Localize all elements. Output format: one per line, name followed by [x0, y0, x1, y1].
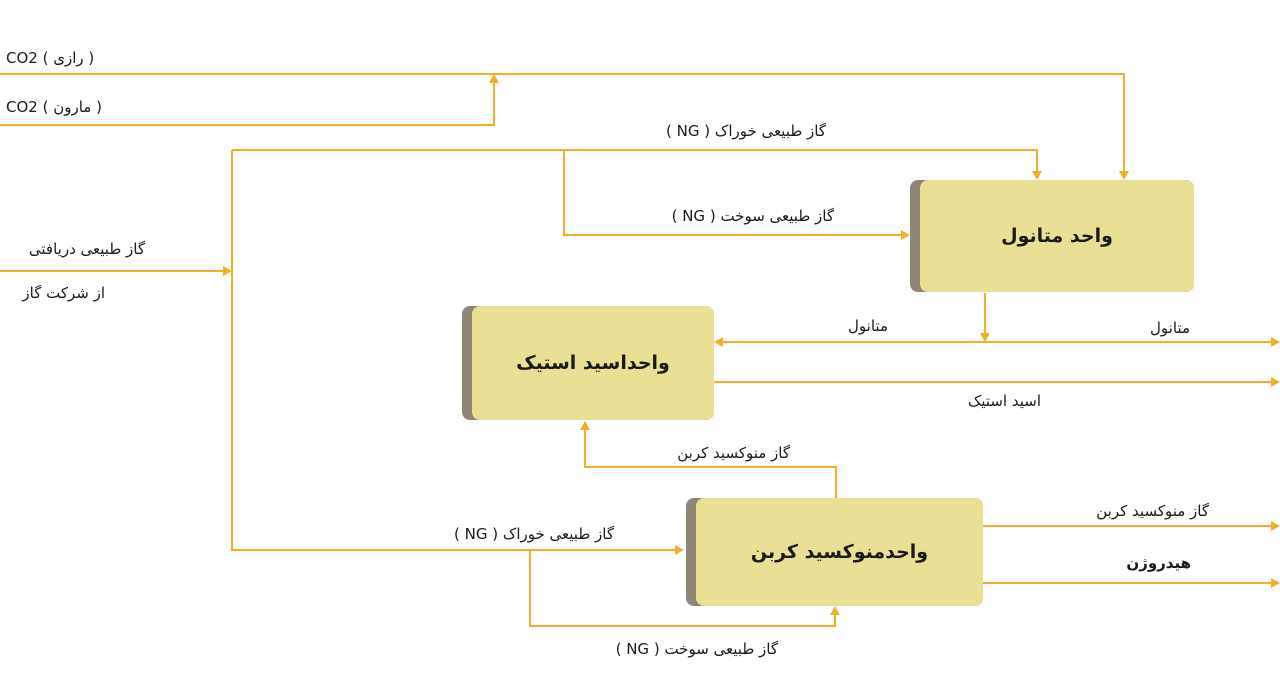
ng-received-arrowhead	[223, 266, 232, 276]
acetic-acid-output-label: اسید استیک	[967, 392, 1041, 410]
acetic-acid-unit: واحداسید استیک	[462, 306, 714, 420]
ng-fuel-top-arrowhead	[901, 230, 910, 240]
hydrogen-output-arrowhead	[1271, 578, 1280, 588]
methanol-unit: واحد متانول	[910, 180, 1194, 292]
ng-fuel-bottom-label: گاز طبیعی سوخت ( NG )	[615, 640, 778, 658]
methanol-unit-label: واحد متانول	[920, 180, 1194, 292]
co2-razi-arrowhead	[1119, 171, 1129, 180]
ng-feed-top-label: گاز طبیعی خوراک ( NG )	[666, 122, 826, 140]
methanol-drop-arrowhead	[980, 333, 990, 342]
methanol-output-arrowhead	[1271, 337, 1280, 347]
co2-razi-label: CO2 ( رازی )	[6, 49, 95, 67]
ng-feed-bottom-arrowhead	[675, 545, 684, 555]
methanol-output-label: متانول	[1150, 319, 1190, 337]
ng-received-label-line1: گاز طبیعی دریافتی	[28, 240, 145, 258]
ng-feed-bottom-label: گاز طبیعی خوراک ( NG )	[454, 525, 614, 543]
co-output-arrowhead	[1271, 521, 1280, 531]
ng-header-line	[231, 150, 675, 551]
co-internal-line	[584, 429, 837, 498]
co2-maroun-line	[0, 82, 495, 126]
acetic-acid-unit-label: واحداسید استیک	[472, 306, 714, 420]
hydrogen-output-label: هیدروژن	[1126, 554, 1191, 572]
ng-fuel-top-line	[563, 150, 902, 236]
co-internal-arrowhead	[580, 421, 590, 430]
ng-fuel-bottom-line	[529, 550, 836, 627]
co-internal-label: گاز منوکسید کربن	[677, 444, 790, 462]
co2-razi-line	[0, 73, 1125, 172]
carbon-monoxide-unit: واحدمنوکسید کربن	[686, 498, 983, 606]
ng-feed-top-line	[232, 149, 1038, 172]
ng-received-label-line2: از شرکت گاز	[22, 284, 105, 302]
ng-fuel-top-label: گاز طبیعی سوخت ( NG )	[671, 207, 834, 225]
carbon-monoxide-unit-label: واحدمنوکسید کربن	[696, 498, 983, 606]
methanol-internal-arrowhead	[714, 337, 723, 347]
acetic-acid-output-arrowhead	[1271, 377, 1280, 387]
co2-maroun-label: CO2 ( مارون )	[6, 98, 102, 116]
ng-fuel-bottom-arrowhead	[830, 606, 840, 615]
co-output-label: گاز منوکسید کربن	[1096, 502, 1209, 520]
methanol-internal-label: متانول	[848, 317, 888, 335]
co2-maroun-arrowhead	[489, 74, 499, 83]
ng-feed-top-arrowhead	[1032, 171, 1042, 180]
